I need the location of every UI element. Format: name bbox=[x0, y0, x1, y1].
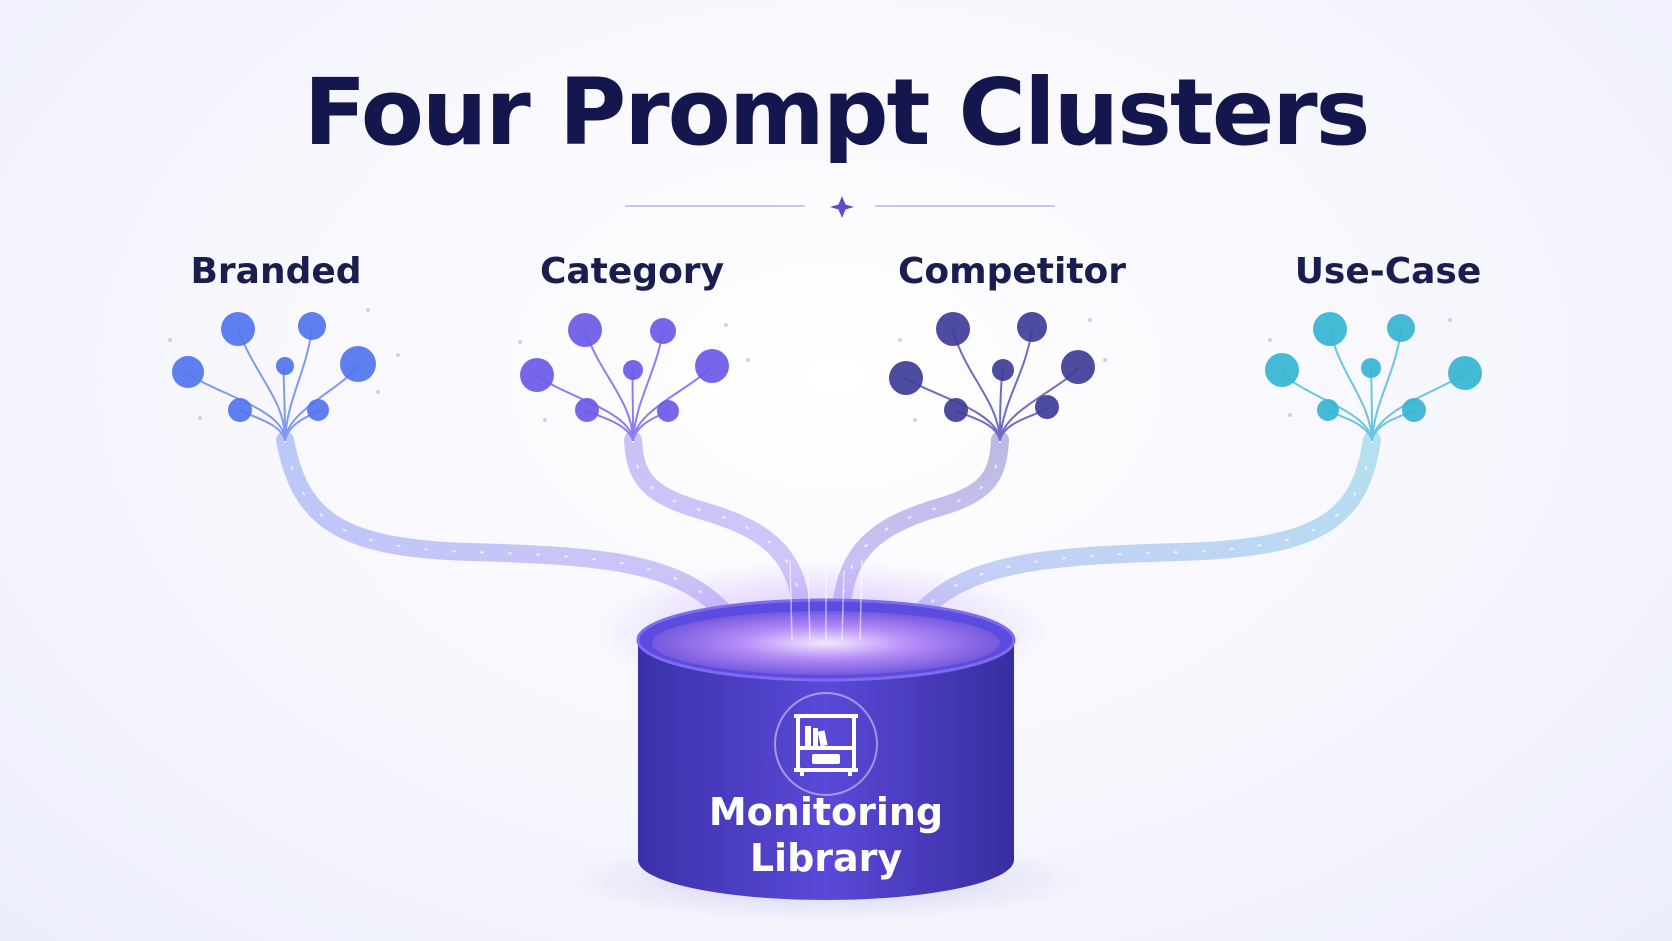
cluster-nodes-branded bbox=[172, 312, 376, 422]
node bbox=[520, 358, 554, 392]
bookshelf-icon bbox=[774, 692, 878, 796]
node bbox=[623, 360, 643, 380]
decorative-dots bbox=[168, 308, 1472, 422]
node bbox=[889, 361, 923, 395]
node bbox=[1317, 399, 1339, 421]
node bbox=[650, 318, 676, 344]
cluster-label-usecase: Use-Case bbox=[1294, 251, 1482, 292]
cluster-nodes-category bbox=[520, 313, 729, 422]
node bbox=[1313, 312, 1347, 346]
page-title: Four Prompt Clusters bbox=[303, 59, 1371, 166]
node bbox=[992, 359, 1014, 381]
four-point-star-icon bbox=[830, 196, 854, 218]
node bbox=[1448, 356, 1482, 390]
node bbox=[340, 346, 376, 382]
node bbox=[657, 400, 679, 422]
node bbox=[221, 312, 255, 346]
node bbox=[1061, 350, 1095, 384]
library-label: Monitoring Library bbox=[656, 790, 996, 881]
node bbox=[228, 398, 252, 422]
node bbox=[568, 313, 602, 347]
node bbox=[276, 357, 294, 375]
library-label-line1: Monitoring bbox=[708, 790, 944, 834]
node bbox=[1402, 398, 1426, 422]
node bbox=[1017, 312, 1047, 342]
node bbox=[1265, 353, 1299, 387]
cluster-label-competitor: Competitor bbox=[897, 251, 1127, 292]
cluster-nodes-usecase bbox=[1265, 312, 1482, 422]
node bbox=[1035, 395, 1059, 419]
node bbox=[307, 399, 329, 421]
node bbox=[944, 398, 968, 422]
node bbox=[298, 312, 326, 340]
cluster-nodes-competitor bbox=[889, 312, 1095, 422]
node bbox=[936, 312, 970, 346]
node bbox=[575, 398, 599, 422]
node bbox=[1387, 314, 1415, 342]
title-divider bbox=[625, 196, 1055, 218]
node bbox=[172, 356, 204, 388]
cluster-label-category: Category bbox=[539, 251, 725, 292]
library-label-line2: Library bbox=[749, 835, 903, 880]
node bbox=[1361, 358, 1381, 378]
cluster-label-branded: Branded bbox=[190, 251, 362, 292]
node bbox=[695, 349, 729, 383]
